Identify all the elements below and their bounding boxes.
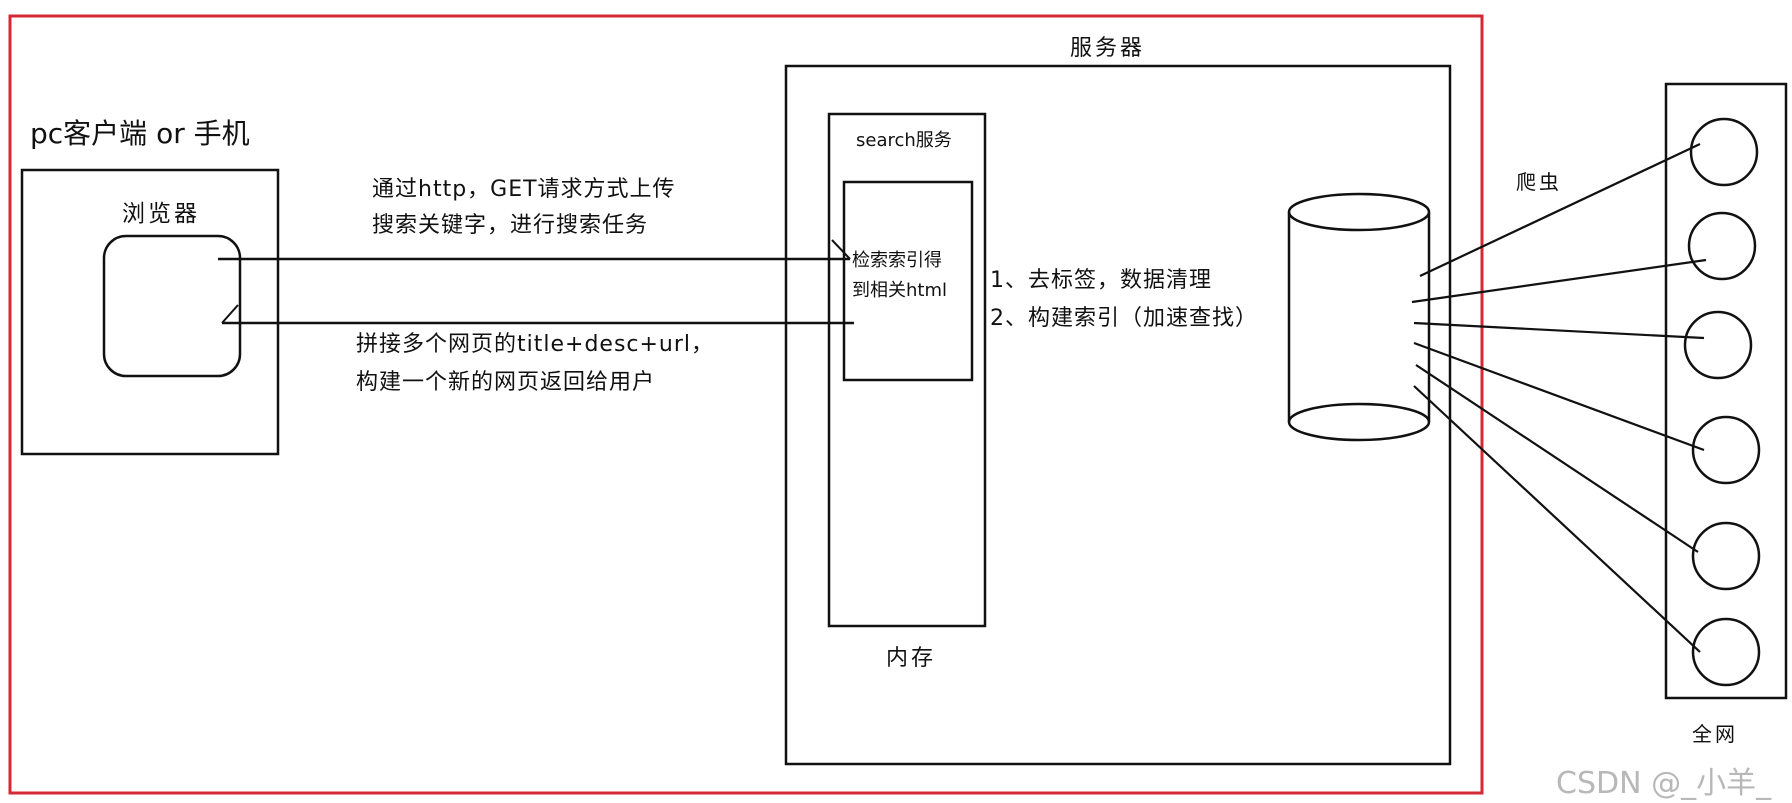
retrieve-label-line1: 检索索引得 [852,250,942,271]
processing-label-line1: 1、去标签，数据清理 [990,268,1212,293]
system-boundary [8,14,1484,795]
response-label-line1: 拼接多个网页的title+desc+url， [356,332,715,357]
client-label: pc客户端 or 手机 [30,117,250,150]
web-page-node [1691,521,1761,591]
memory-label: 内存 [886,646,937,671]
response-label-line2: 构建一个新的网页返回给用户 [356,370,656,395]
crawler-label: 爬虫 [1516,170,1562,194]
search-service-label: search服务 [856,130,952,151]
response-label: 拼接多个网页的title+desc+url， 构建一个新的网页返回给用户 [356,326,714,402]
request-label-line2: 搜索关键字，进行搜索任务 [372,213,649,238]
browser-window [102,234,242,378]
web-page-node [1691,415,1761,485]
web-page-node [1687,211,1757,281]
web-pages-box [1664,82,1788,700]
client-box [20,168,280,456]
processing-label-line2: 2、构建索引（加速查找） [990,306,1258,331]
retrieve-label: 检索索引得 到相关html [852,246,947,306]
web-page-node [1689,117,1759,187]
request-label-line1: 通过http，GET请求方式上传 [372,177,676,202]
request-label: 通过http，GET请求方式上传 搜索关键字，进行搜索任务 [372,172,676,244]
request-arrowhead [831,239,851,260]
crawler-lines [1411,143,1707,653]
whole-web-label: 全网 [1692,722,1738,746]
processing-label: 1、去标签，数据清理 2、构建索引（加速查找） [990,262,1258,338]
search-service-box [827,112,987,628]
browser-label: 浏览器 [122,201,200,227]
retrieve-label-line2: 到相关html [852,280,948,301]
web-page-node [1691,617,1761,687]
retrieve-box [842,180,974,382]
server-box [784,64,1452,766]
response-arrowhead [221,304,239,324]
web-page-nodes [1683,117,1761,687]
watermark: CSDN @_小羊_ [1556,766,1772,801]
database-icon [1287,192,1431,442]
web-page-node [1683,310,1753,380]
server-label: 服务器 [1070,36,1146,61]
